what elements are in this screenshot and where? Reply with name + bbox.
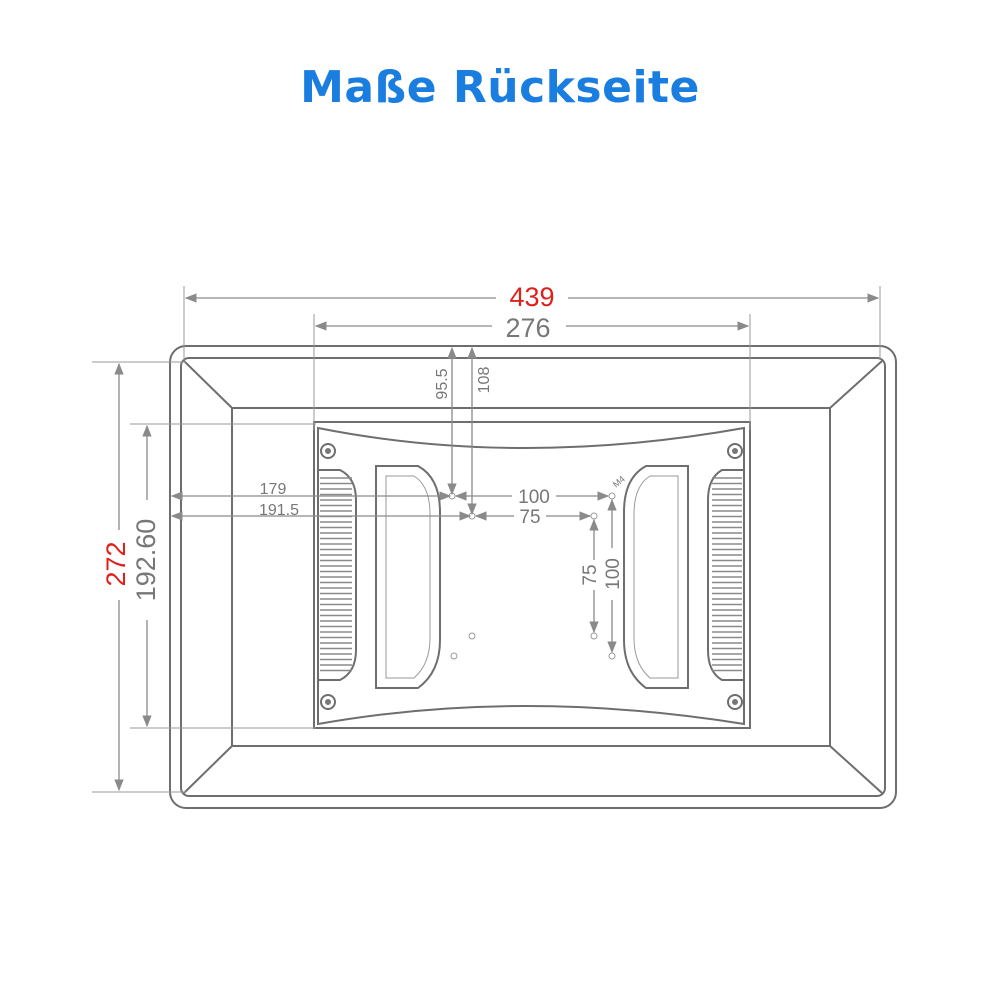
handle-left bbox=[375, 465, 441, 689]
vesa-100-h-label: 100 bbox=[518, 487, 550, 508]
offset-108-label: 108 bbox=[476, 367, 493, 394]
vesa-hole bbox=[468, 632, 476, 640]
offset-191-5-label: 191.5 bbox=[259, 502, 299, 519]
total-height-label: 272 bbox=[101, 541, 131, 586]
vesa-hole bbox=[590, 512, 598, 520]
vesa-75-v-label: 75 bbox=[580, 564, 601, 585]
vesa-75-h-label: 75 bbox=[519, 507, 540, 528]
dimension-vesa-horizontal: 100 75 bbox=[454, 487, 610, 528]
page-title: Maße Rückseite bbox=[300, 62, 700, 113]
total-width-label: 439 bbox=[509, 282, 554, 312]
vesa-100-v-label: 100 bbox=[603, 558, 624, 590]
corner-screw bbox=[727, 694, 743, 710]
dimension-total-width: 439 bbox=[183, 282, 881, 360]
dimension-mount-width: 276 bbox=[313, 313, 751, 430]
vesa-hole bbox=[608, 492, 616, 500]
vent-grill-left bbox=[317, 469, 357, 681]
vesa-hole bbox=[590, 632, 598, 640]
screw-label: M4 bbox=[611, 474, 627, 490]
dimension-vesa-vertical: 75 100 bbox=[580, 498, 624, 654]
offset-95-5-label: 95.5 bbox=[434, 368, 451, 399]
dimension-hole-offset-h: 179 191.5 bbox=[170, 480, 472, 521]
dimension-hole-offset-v: 95.5 108 bbox=[430, 346, 493, 516]
corner-screw bbox=[320, 443, 336, 459]
mount-plate: M4 bbox=[313, 421, 751, 729]
vesa-hole bbox=[608, 652, 616, 660]
device-outline bbox=[169, 345, 897, 809]
offset-179-label: 179 bbox=[260, 481, 287, 498]
mount-height-label: 192.60 bbox=[131, 519, 161, 602]
mount-width-label: 276 bbox=[505, 313, 550, 343]
vent-grill-right bbox=[707, 469, 745, 681]
corner-screw bbox=[320, 694, 336, 710]
dimension-mount-height: 192.60 bbox=[130, 423, 316, 729]
corner-screw bbox=[727, 443, 743, 459]
handle-right bbox=[623, 465, 689, 689]
dimension-total-height: 272 bbox=[92, 361, 186, 793]
vesa-hole bbox=[450, 652, 458, 660]
